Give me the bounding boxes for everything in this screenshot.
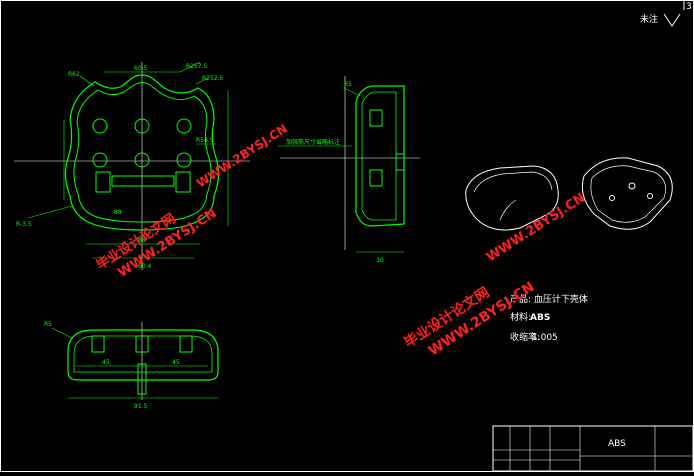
iso1-outline: [465, 165, 559, 231]
material-value: ABS: [530, 313, 550, 323]
title-block: ABS: [492, 425, 694, 472]
title-block-frame: [492, 425, 694, 472]
section-rib-1: [91, 335, 105, 353]
side-rib-1: [369, 109, 383, 127]
iso-view-1: [465, 165, 559, 231]
leader-left: [27, 205, 73, 219]
front-boss-1: [92, 118, 108, 134]
dim-front-bottom-3: 88: [138, 237, 146, 244]
iso2-boss: [628, 182, 636, 190]
dim-front-bottom-1: 88: [114, 209, 122, 216]
corner-mark: 3: [686, 2, 692, 12]
dim-front-top: 60.5: [134, 65, 148, 72]
front-boss-3: [176, 118, 192, 134]
front-outline-inner: [73, 82, 212, 223]
dim-side-bottom: 30: [376, 257, 384, 264]
dim-side-top: R5: [344, 81, 352, 88]
leader-r2: [195, 77, 209, 85]
section-inner: [73, 335, 213, 373]
dim-r-top-right-1: R257.5: [186, 63, 208, 70]
section-outline: [67, 329, 219, 381]
watermark-1: 毕业设计论文网 WWW.2BYSJ.CN: [93, 206, 219, 281]
front-view: 60.5 R257.5 R252.5 R62 R54.5 88 60.4 88 …: [14, 61, 250, 270]
product-info: 产品: 血压计下壳体 材料: ABS 收缩率: 1.005: [510, 293, 588, 343]
iso1-edge-2: [499, 199, 517, 221]
leader-r1: [179, 61, 201, 73]
iso2-inner: [590, 165, 666, 223]
side-outline: [355, 85, 405, 227]
dim-section-left: R5: [44, 321, 52, 328]
front-boss-6: [176, 152, 192, 168]
side-rib-2: [369, 169, 383, 187]
roughness-label: 未注: [640, 13, 658, 25]
section-rib-2: [135, 335, 149, 353]
watermark-4-line2: WWW.2BYSJ.CN: [484, 191, 588, 266]
side-view: R5 30 加强筋尺寸省略标注: [278, 76, 420, 264]
iso-view-2: [581, 157, 673, 230]
dim-section-mid-1: 45: [102, 359, 110, 366]
iso2-outline: [581, 157, 673, 230]
front-rib-3: [111, 175, 175, 187]
shrink-label: 收缩率:: [510, 331, 540, 343]
section-boss: [137, 363, 147, 395]
product-label: 产品: 血压计下壳体: [510, 293, 588, 305]
section-rib-3: [179, 335, 193, 353]
dim-r-top-right-2: R252.5: [202, 75, 224, 82]
section-view: R5 91.5 45 45: [44, 321, 219, 410]
front-rib-1: [95, 171, 111, 193]
side-leader-top: [343, 87, 361, 97]
rib-note: 加强筋尺寸省略标注: [286, 138, 340, 146]
front-boss-4: [92, 152, 108, 168]
side-rib-3: [395, 153, 405, 171]
front-boss-5: [134, 152, 150, 168]
dim-section-bottom: 91.5: [134, 403, 148, 410]
front-boss-2: [134, 118, 150, 134]
iso2-boss-3: [647, 193, 653, 199]
dim-r-right-mid: R54.5: [196, 137, 214, 144]
roughness-symbol: [663, 13, 681, 27]
iso2-boss-2: [609, 195, 615, 201]
dim-front-bottom-2: 60.4: [138, 263, 152, 270]
front-rib-2: [175, 171, 191, 193]
side-inner: [361, 91, 397, 221]
material-label: 材料:: [510, 311, 531, 323]
dim-r-top-left: R62: [68, 71, 80, 78]
title-block-material: ABS: [608, 439, 626, 449]
dim-left-label: R-3.5: [16, 221, 32, 228]
dim-section-mid-2: 45: [172, 359, 180, 366]
shrink-value: 1.005: [532, 333, 558, 343]
section-leader: [51, 327, 73, 339]
leader-r3: [79, 75, 95, 87]
front-outline-outer: [64, 74, 220, 231]
watermark-4: WWW.2BYSJ.CN: [484, 191, 588, 266]
iso1-edge: [473, 171, 553, 193]
